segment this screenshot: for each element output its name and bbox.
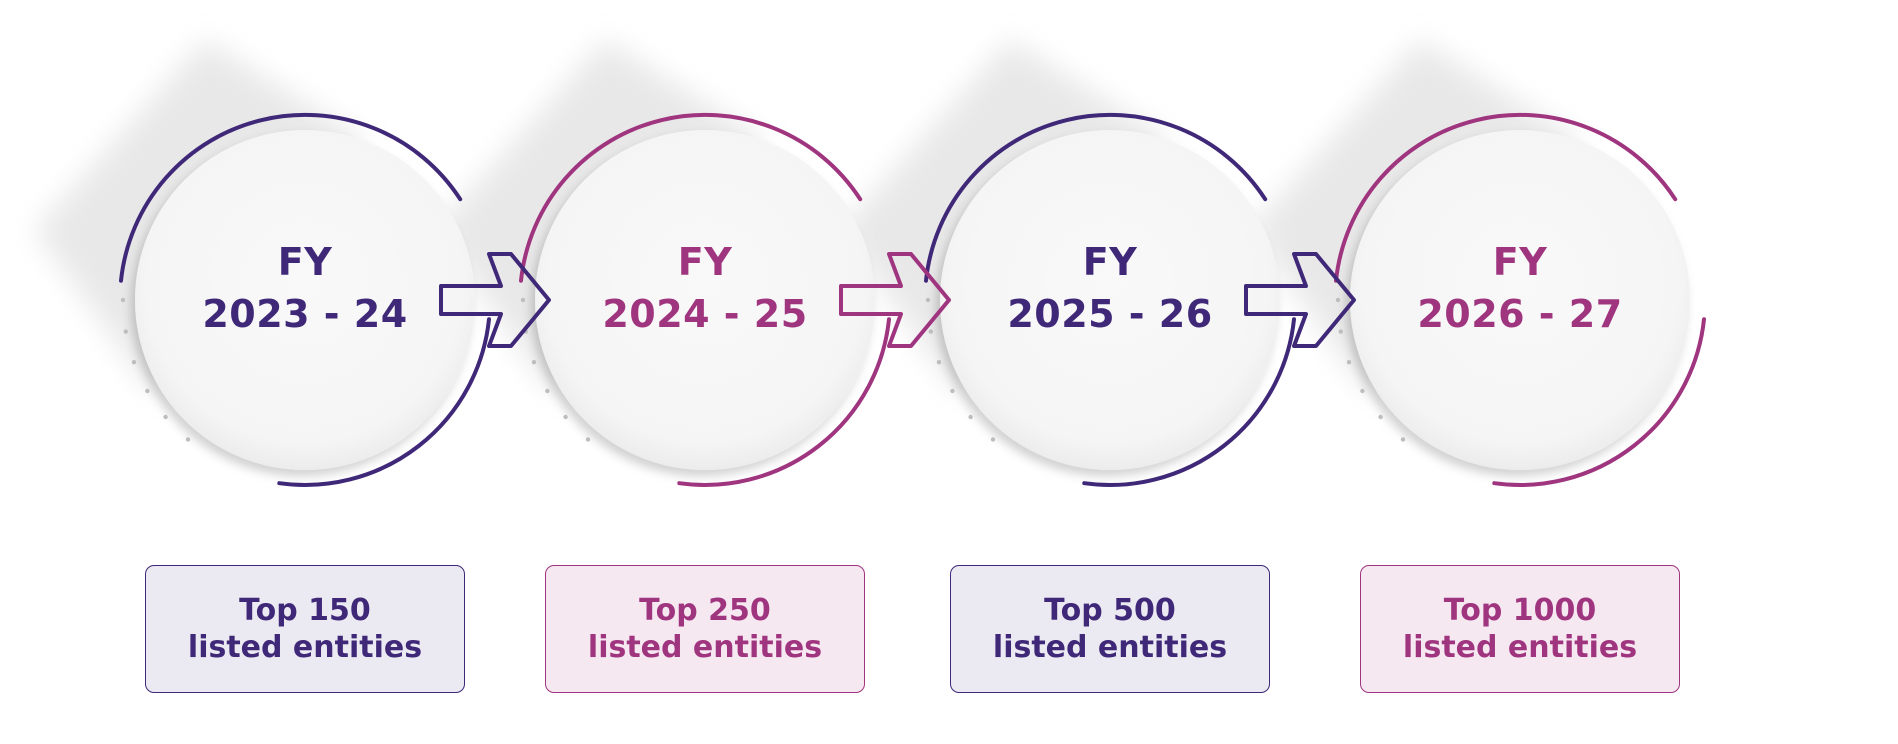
stage-disc [535, 130, 875, 470]
trail-dot [185, 437, 191, 442]
trail-dot [1335, 297, 1341, 303]
target-box-3: Top 500 listed entities [950, 565, 1270, 693]
fy-text: FY [1082, 240, 1138, 284]
target-count: Top 1000 [1443, 593, 1597, 628]
trail-dot [925, 297, 931, 303]
target-description: listed entities [992, 630, 1228, 665]
stage-arc-lower [677, 317, 891, 487]
period-text: 2025 - 26 [1007, 292, 1213, 336]
fy-text: FY [277, 240, 333, 284]
trail-dot [585, 437, 591, 442]
stage-arc-lower [1492, 317, 1706, 487]
trail-dot [545, 388, 550, 394]
year-label-4: FY 2026 - 27 [1360, 236, 1680, 340]
trail-dot [1378, 414, 1383, 420]
stage-disc [1350, 130, 1690, 470]
trail-dot [131, 360, 137, 365]
trail-dot [950, 388, 955, 394]
period-text: 2024 - 25 [602, 292, 808, 336]
trail-dot [1400, 437, 1406, 442]
target-box-1: Top 150 listed entities [145, 565, 465, 693]
target-description: listed entities [187, 630, 423, 665]
arrow-right-icon [1244, 252, 1356, 348]
stage-arc-upper [119, 112, 463, 283]
target-box-2: Top 250 listed entities [545, 565, 865, 693]
trail-dot [520, 297, 526, 303]
stage-arc-upper [519, 112, 863, 283]
trail-dot [928, 329, 933, 334]
target-box-4: Top 1000 listed entities [1360, 565, 1680, 693]
fy-text: FY [677, 240, 733, 284]
year-label-3: FY 2025 - 26 [950, 236, 1270, 340]
trail-dot [936, 360, 942, 365]
target-count: Top 150 [239, 593, 371, 628]
stage-disc [135, 130, 475, 470]
trail-dot [1360, 388, 1365, 394]
arrow-right-icon [839, 252, 951, 348]
year-label-1: FY 2023 - 24 [145, 236, 465, 340]
trail-dot [990, 437, 996, 442]
trail-dot [1338, 329, 1344, 334]
year-label-2: FY 2024 - 25 [545, 236, 865, 340]
arrows-group [439, 252, 1356, 348]
arcs-group [119, 112, 1706, 487]
period-text: 2023 - 24 [202, 292, 408, 336]
trail-dot [531, 360, 537, 365]
stage-arc-lower [277, 317, 491, 487]
trail-dot [163, 414, 168, 420]
target-description: listed entities [587, 630, 823, 665]
trail-dot [120, 297, 126, 303]
discs-group [120, 130, 1690, 470]
trail-dot [1346, 360, 1352, 365]
period-text: 2026 - 27 [1417, 292, 1623, 336]
arrow-right-icon [439, 252, 551, 348]
trail-dot [145, 388, 150, 394]
trail-dot [563, 414, 568, 420]
fy-text: FY [1492, 240, 1548, 284]
trail-dot [123, 329, 128, 334]
target-description: listed entities [1402, 630, 1638, 665]
stage-arc-lower [1082, 317, 1296, 487]
stage-arc-upper [1334, 112, 1678, 283]
stage-arc-upper [924, 112, 1268, 283]
target-count: Top 250 [639, 593, 771, 628]
stage-disc [940, 130, 1280, 470]
trail-dot [968, 414, 973, 420]
target-count: Top 500 [1044, 593, 1176, 628]
